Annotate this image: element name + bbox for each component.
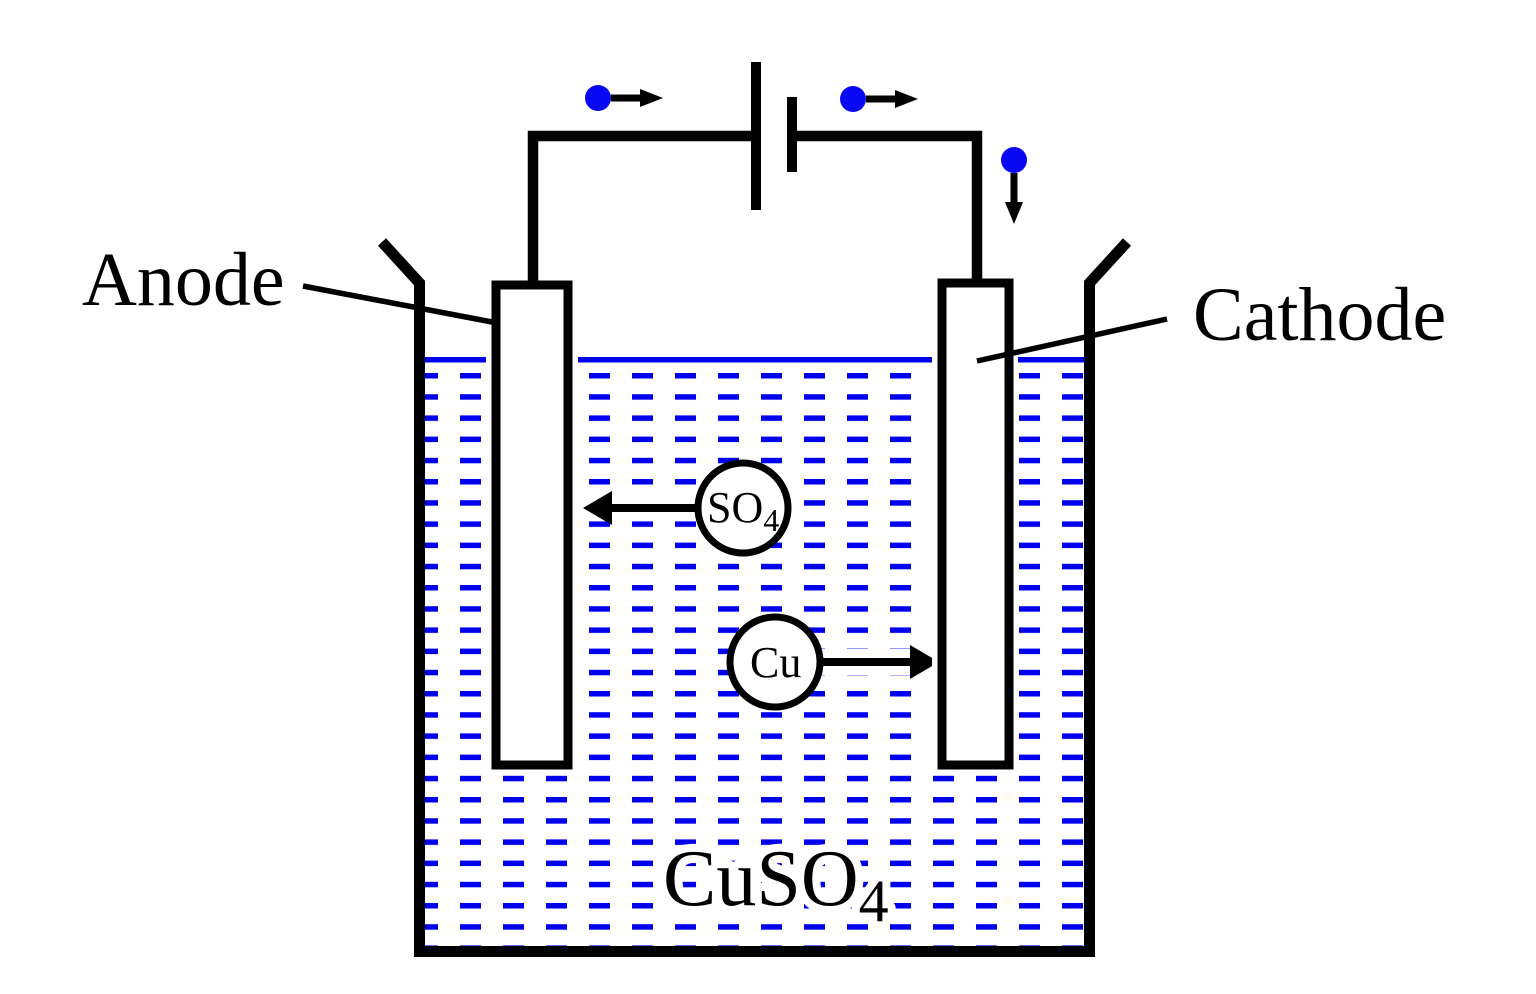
electron-dot-right-icon [1001,147,1027,173]
electron-dot-middle-icon [840,86,866,112]
anode-label: Anode [82,238,285,322]
anode-wire [527,130,751,281]
solution-surface-line [424,357,1084,363]
copper-ion-label: Cu [750,638,801,687]
cathode-electrode [937,278,1014,770]
anode-pointer-line [302,283,493,325]
battery-long-plate-icon [751,62,761,210]
beaker-outline [377,238,1132,957]
solution-label: CuSO4 [663,835,889,934]
sulfate-ion-circle [694,459,792,557]
battery-short-plate-icon [787,97,797,172]
electron-arrow-middle-head-icon [895,90,918,108]
cathode-wire [797,130,983,280]
electron-arrow-left-head-icon [640,89,663,107]
copper-ion-circle [726,613,824,711]
electron-arrow-down-head-icon [1005,202,1023,224]
sulfate-ion-label: SO4 [707,483,779,538]
solution-label-main: CuSO [663,835,859,923]
sulfate-ion-arrow-head-icon [583,491,612,525]
copper-ion-arrow-head-icon [910,645,939,679]
electron-dot-left-icon [585,85,611,111]
cathode-label: Cathode [1193,273,1446,357]
solution-label-subscript: 4 [859,868,889,934]
sulfate-ion-label-main: SO [707,483,763,532]
sulfate-ion-label-subscript: 4 [763,502,779,538]
cathode-pointer-line [976,316,1168,364]
anode-electrode [491,280,573,770]
